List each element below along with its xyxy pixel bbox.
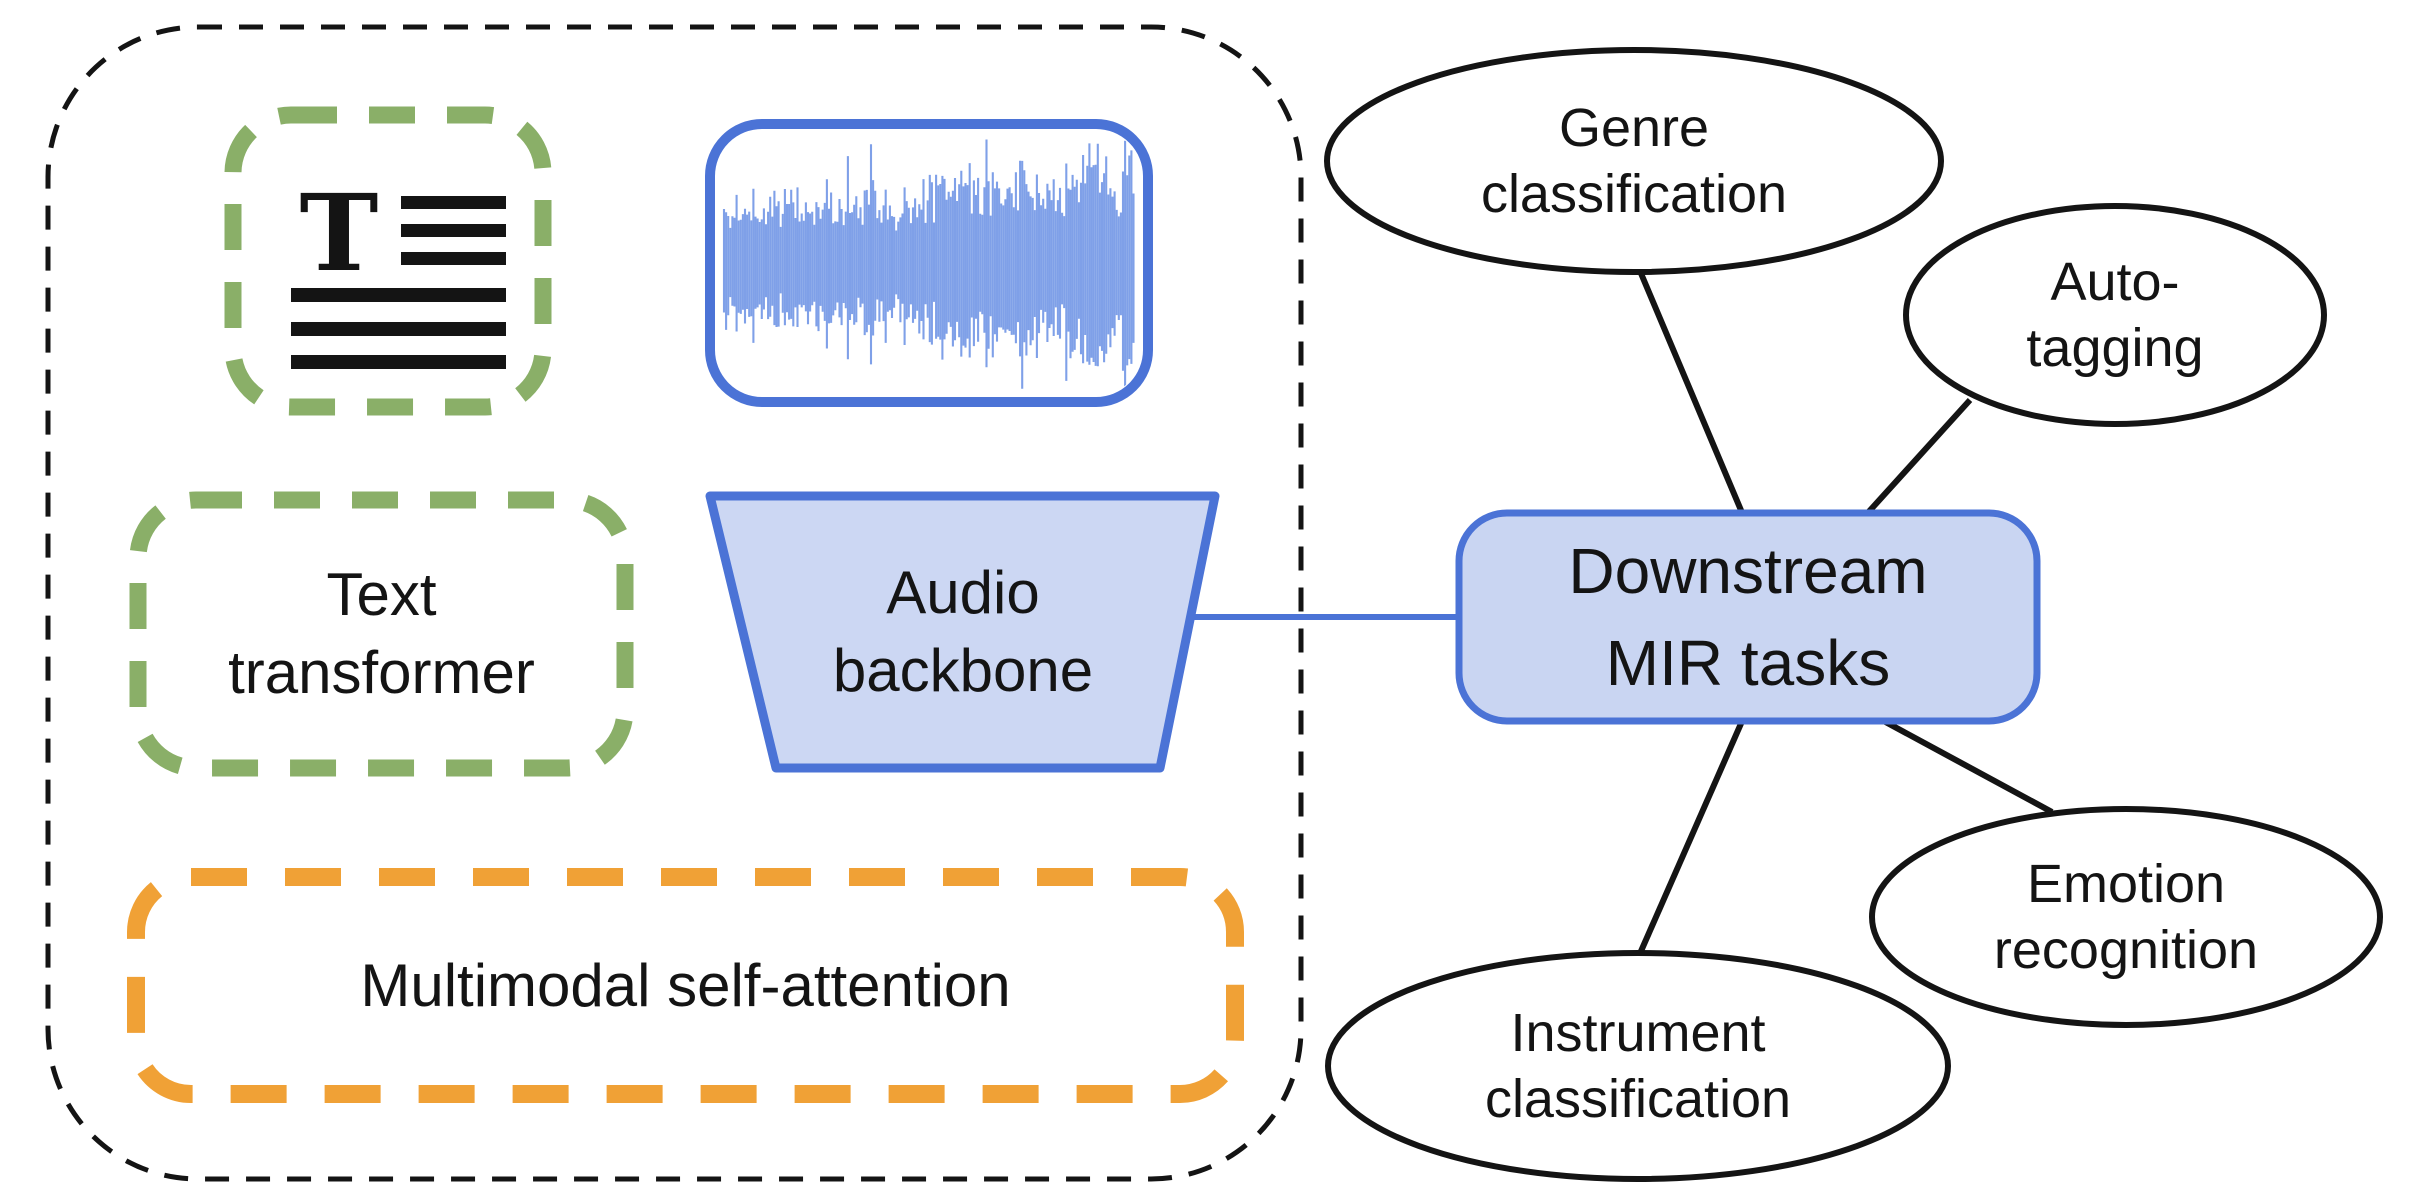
ellipse-auto-tagging: [1903, 203, 2327, 427]
ellipse-instrument-classification: [1325, 950, 1951, 1182]
downstream-hub-box: [1455, 509, 2041, 725]
edge-hub-emotion: [1878, 716, 2054, 815]
edge-hub-genre: [1637, 269, 1746, 517]
model-container-boundary: [45, 24, 1304, 1182]
text-document-icon: T: [291, 170, 506, 369]
text-transformer-box: [129, 491, 634, 777]
text-icon-glyph: T: [300, 170, 379, 295]
audio-backbone-shape: [705, 491, 1220, 773]
edge-hub-instrument: [1635, 717, 1746, 960]
ellipse-genre-classification: [1324, 47, 1944, 275]
audio-waveform-icon: [722, 139, 1135, 391]
edge-hub-autotagging: [1861, 397, 1973, 520]
text-input-dashed-box: [224, 106, 552, 416]
ellipse-emotion-recognition: [1869, 806, 2383, 1028]
multimodal-attention-box: [127, 868, 1244, 1103]
